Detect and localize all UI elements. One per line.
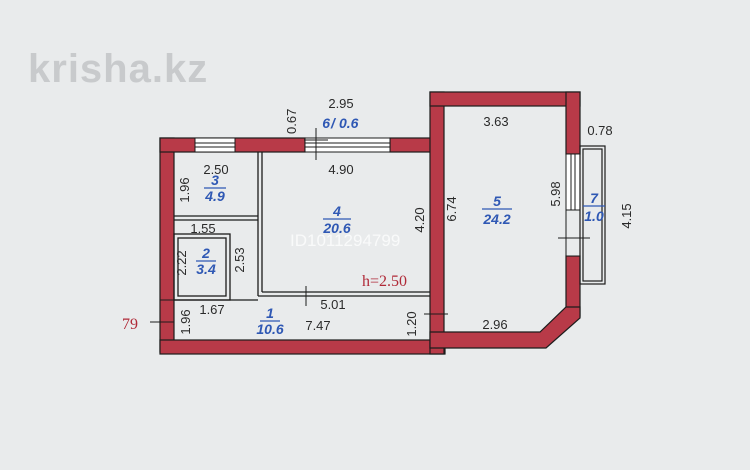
window-room4 [304, 137, 391, 153]
dim-label: 4.20 [412, 207, 427, 232]
room-6-separator: / [330, 115, 337, 131]
room-3-number: 3 [211, 172, 219, 188]
wall-bottom [159, 339, 446, 355]
balcony-outline [579, 145, 606, 285]
dimension-ticks [150, 128, 590, 323]
dim-label: 4.90 [328, 162, 353, 177]
room-4-number: 4 [332, 203, 341, 219]
room-6-number: 6 [322, 115, 330, 131]
dim-label: 0.78 [587, 123, 612, 138]
dim-label: 1.96 [178, 309, 193, 334]
room2-outline-inner [177, 237, 227, 297]
listing-watermark: ID1011294799 [290, 231, 400, 250]
wall-partition [429, 91, 445, 355]
room-2-number: 2 [201, 245, 210, 261]
dim-label: 1.96 [177, 177, 192, 202]
dim-label: 0.67 [284, 109, 299, 134]
room-1-number: 1 [266, 305, 274, 321]
dim-label: 2.53 [232, 247, 247, 272]
room-4-area: 20.6 [322, 220, 350, 236]
dim-label: 1.20 [404, 311, 419, 336]
window-room3 [194, 137, 236, 153]
wall-left [159, 137, 175, 353]
balcony-outline-inner [582, 148, 603, 282]
windows [194, 137, 581, 257]
apartment-marker: 79 [122, 316, 138, 333]
wall-room5-right-upper [565, 91, 581, 155]
room-5-area: 24.2 [482, 211, 510, 227]
dim-label: 2.22 [174, 250, 189, 275]
room-3-area: 4.9 [204, 188, 225, 204]
room-7-number: 7 [590, 190, 599, 206]
window-room5 [565, 153, 581, 211]
room-5-number: 5 [493, 193, 501, 209]
dim-label: 1.55 [190, 221, 215, 236]
room-2-area: 3.4 [196, 261, 216, 277]
site-logo: krisha.kz [28, 47, 208, 91]
wall-room5-top [429, 91, 581, 107]
dim-label: 3.63 [483, 114, 508, 129]
balcony [579, 145, 606, 285]
dim-label: 5.01 [320, 297, 345, 312]
room-6-area: 0.6 [339, 115, 359, 131]
dim-label: 6.74 [444, 196, 459, 221]
dim-label: 2.95 [328, 96, 353, 111]
dim-label: 2.50 [203, 162, 228, 177]
dimension-labels: 2.95 0.67 4.90 2.50 1.96 1.55 2.22 2.53 … [174, 96, 634, 337]
dim-label: 7.47 [305, 318, 330, 333]
ceiling-height: h=2.50 [362, 273, 407, 290]
dim-label: 1.67 [199, 302, 224, 317]
dim-label: 2.96 [482, 317, 507, 332]
room-labels: 1 10.6 2 3.4 3 4.9 4 20.6 5 24.2 6 / 0.6… [196, 115, 605, 337]
dim-label: 4.15 [619, 203, 634, 228]
wall-room5-bottom [429, 306, 581, 349]
room-7-area: 1.0 [584, 208, 604, 224]
interior-partitions [173, 152, 430, 301]
room-1-area: 10.6 [256, 321, 283, 337]
door-room5-balcony [565, 209, 581, 257]
dim-label: 5.98 [548, 181, 563, 206]
